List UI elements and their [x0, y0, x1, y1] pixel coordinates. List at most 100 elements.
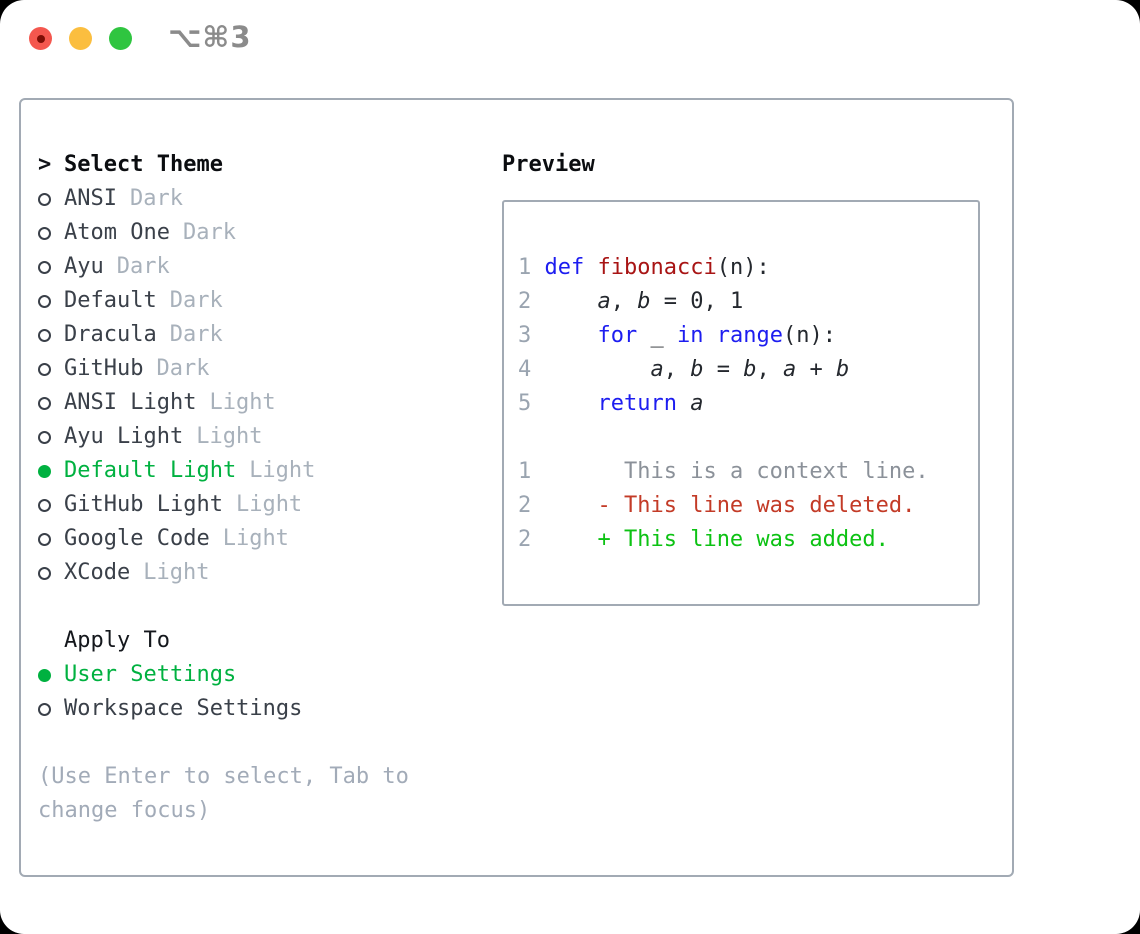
code-line: 1 This is a context line.	[518, 455, 978, 489]
option-variant-label: Dark	[182, 220, 236, 245]
code-token: range	[716, 323, 783, 348]
code-token	[545, 459, 624, 484]
code-line: 2 + This line was added.	[518, 523, 978, 557]
code-token	[677, 391, 690, 416]
option-label: GitHub	[64, 356, 144, 381]
code-token	[545, 493, 598, 518]
code-line: 2 - This line was deleted.	[518, 489, 978, 523]
option-variant-label: Light	[235, 492, 303, 517]
line-number	[518, 425, 531, 450]
option-label: Google Code	[64, 526, 210, 551]
radio-icon	[38, 566, 51, 580]
option-variant-label: Dark	[169, 322, 223, 347]
option-label: XCode	[64, 560, 131, 585]
code-token	[545, 323, 598, 348]
code-token: + This line was added.	[597, 527, 889, 552]
line-number: 1	[518, 255, 545, 280]
apply-option-workspace-settings[interactable]: Workspace Settings	[38, 692, 488, 726]
traffic-lights	[29, 27, 132, 50]
option-label: Ayu	[64, 254, 104, 279]
radio-icon	[38, 260, 51, 274]
code-token: b	[743, 357, 757, 382]
code-line: 4 a, b = b, a + b	[518, 353, 978, 387]
zoom-button-icon[interactable]	[109, 27, 132, 50]
option-label: Default	[64, 288, 157, 313]
apply-to-header-row: Apply To	[38, 624, 488, 658]
keyboard-hint-text: (Use Enter to select, Tab to change focu…	[38, 764, 409, 823]
line-number: 4	[518, 357, 545, 382]
theme-option-xcode[interactable]: XCode Light	[38, 556, 488, 590]
code-token: b	[835, 357, 850, 382]
line-number: 2	[518, 493, 545, 518]
code-token: def	[544, 255, 598, 280]
option-variant-label: Light	[249, 458, 316, 483]
line-number: 2	[518, 289, 545, 314]
radio-icon	[38, 328, 51, 342]
option-label: ANSI Light	[64, 390, 197, 415]
code-line	[518, 421, 978, 455]
option-label: ANSI	[64, 186, 117, 211]
code-token: (n):	[782, 323, 836, 348]
code-token: _	[637, 323, 677, 348]
line-number: 5	[518, 391, 545, 416]
close-button-icon[interactable]	[29, 27, 52, 50]
code-token: return	[597, 391, 677, 416]
radio-icon	[38, 192, 51, 206]
preview-title: Preview	[502, 152, 595, 177]
code-token: a	[650, 357, 664, 382]
code-token: (n):	[716, 255, 770, 280]
code-token: ,	[610, 289, 638, 314]
spacer	[38, 590, 488, 624]
code-token: ,	[756, 357, 783, 382]
apply-option-user-settings[interactable]: User Settings	[38, 658, 488, 692]
code-token: This is a context line.	[623, 459, 929, 484]
selection-caret-icon: >	[38, 152, 52, 177]
code-token: a	[597, 289, 611, 314]
option-label: Ayu Light	[64, 424, 184, 449]
option-label: Atom One	[64, 220, 170, 245]
line-number: 2	[518, 527, 545, 552]
line-number: 1	[518, 459, 545, 484]
radio-icon	[38, 396, 51, 410]
theme-list-title: Select Theme	[64, 152, 223, 177]
code-token	[545, 357, 651, 382]
code-token: for	[597, 323, 638, 348]
code-token	[545, 527, 598, 552]
minimize-button-icon[interactable]	[69, 27, 92, 50]
code-line: 3 for _ in range(n):	[518, 319, 978, 353]
radio-selected-icon	[38, 668, 51, 682]
code-token	[545, 289, 598, 314]
option-label: GitHub Light	[64, 492, 223, 517]
code-token: a	[782, 357, 797, 382]
theme-option-github-light[interactable]: GitHub Light Light	[38, 488, 488, 522]
code-token: =	[703, 357, 744, 382]
code-token: ,	[663, 357, 691, 382]
code-token: - This line was deleted.	[597, 493, 916, 518]
code-token	[703, 323, 716, 348]
radio-icon	[38, 498, 51, 512]
option-variant-label: Light	[143, 560, 210, 585]
code-token	[545, 391, 598, 416]
theme-option-atom-one[interactable]: Atom One Dark	[38, 216, 488, 250]
window-title: ⌥⌘3	[168, 20, 252, 54]
code-line: 2 a, b = 0, 1	[518, 285, 978, 319]
code-token: 0, 1	[690, 289, 744, 314]
code-token: b	[690, 357, 704, 382]
theme-list-header: > Select Theme	[38, 148, 488, 182]
radio-selected-icon	[38, 464, 51, 478]
